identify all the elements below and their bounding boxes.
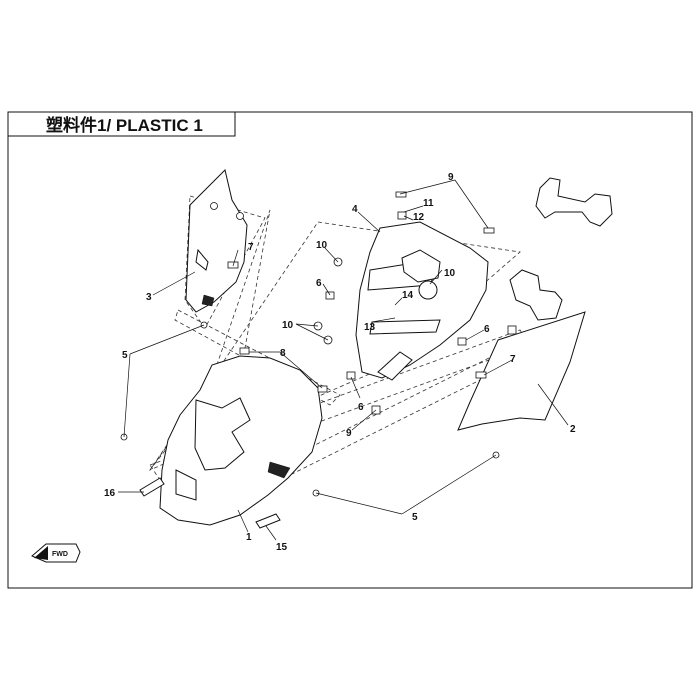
callout-9-top: 9 [448,172,454,183]
clip-8a [239,347,250,355]
part-15-strip [255,513,281,529]
part-1-front-panel [159,355,323,526]
callout-3: 3 [146,292,152,303]
callout-9-bottom: 9 [346,428,352,439]
nut-6a [325,291,335,300]
fwd-arrow-icon: FWD [31,543,81,563]
callout-5-left: 5 [122,350,128,361]
diagram-title: 塑料件1/ PLASTIC 1 [46,115,203,135]
part-4-lower-flange [377,351,413,381]
nut-11-12 [397,211,407,220]
callout-11: 11 [423,198,434,209]
part-3-side-panel [185,169,248,313]
leader-lines [118,179,569,541]
diagram-frame [7,111,693,589]
callout-8: 8 [280,348,286,359]
part-4-dash-housing [355,221,489,379]
callout-13: 13 [364,322,376,333]
part-3-clip [201,294,215,307]
part-4-lower-slot [369,319,441,335]
clip-7-right [475,371,487,379]
upper-right-bracket [535,177,613,227]
callout-5-bottom: 5 [412,512,418,523]
clip-8b [317,385,328,393]
clip-3a [210,202,218,210]
clip-3b [236,212,244,220]
callout-10-right: 10 [444,268,456,279]
callout-6-upper: 6 [316,278,322,289]
callout-1: 1 [246,532,252,543]
fwd-label: FWD [52,551,68,558]
callout-15: 15 [276,542,288,553]
callout-16: 16 [104,488,116,499]
callout-10-upper: 10 [316,240,328,251]
callout-7-left: 7 [248,242,254,253]
callout-6-right: 6 [484,324,490,335]
callout-14: 14 [402,290,414,301]
part-1-vent [175,469,197,501]
part-3-detail [195,248,209,271]
part-4-boss [418,280,438,300]
bolt-9a [395,191,407,198]
callout-12: 12 [413,212,425,223]
part-4-mount [401,249,441,283]
callout-2: 2 [570,424,576,435]
callout-10-lower: 10 [282,320,294,331]
fastener-group [120,191,517,497]
part-1-inner-cutout [194,397,251,471]
bolt-9b [483,227,495,234]
callout-6-lower: 6 [358,402,364,413]
callout-4: 4 [352,204,358,215]
part-2-right-panel [457,311,586,431]
callout-7-right: 7 [510,354,516,365]
mid-right-bracket [509,269,563,321]
nut-6c [457,337,467,346]
title-box [7,111,236,137]
clip-6-right [507,325,517,335]
nut-6b [346,371,356,380]
part-1-clip [267,461,291,479]
part-16-strip [139,477,165,497]
